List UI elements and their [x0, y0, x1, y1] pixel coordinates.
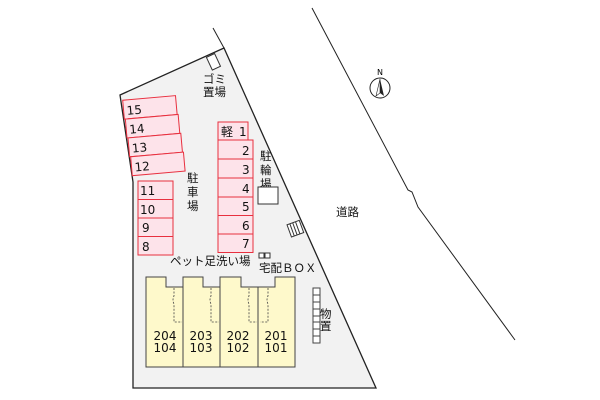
- parking-group-right: 軽 1 2 3 4 5 6 7: [217, 121, 254, 253]
- slot-number: 5: [242, 200, 250, 214]
- road-edge-right: [311, 7, 516, 341]
- north-compass-icon: N: [369, 68, 391, 99]
- unit-number: 201: [265, 329, 288, 343]
- parking-slot: [130, 151, 186, 177]
- unit-number: 103: [190, 341, 213, 355]
- parking-group-lower-left: 11 10 9 8: [137, 180, 174, 256]
- garbage-label: 置場: [203, 85, 226, 99]
- slot-number: 10: [140, 203, 155, 217]
- storage-label: 物: [320, 307, 332, 321]
- unit-number: 202: [227, 329, 250, 343]
- slot-number: 3: [242, 163, 250, 177]
- bicycle-parking-label: 駐: [260, 149, 272, 163]
- slot-number: 1: [239, 125, 247, 139]
- apartment-building: 204 104 203 103 202 102 201 101: [145, 276, 296, 368]
- delivery-box-label: 宅配ＢＯＸ: [259, 261, 317, 275]
- storage-units: [312, 287, 321, 344]
- slot-number: 13: [131, 140, 147, 155]
- delivery-box-icon: [258, 252, 265, 259]
- unit-number: 102: [227, 341, 250, 355]
- unit-number: 203: [190, 329, 213, 343]
- slot-number: 8: [142, 240, 150, 254]
- slot-number: 7: [242, 237, 250, 251]
- slot-number: 14: [129, 121, 145, 136]
- garbage-bin-icon: [205, 52, 222, 71]
- bicycle-shed: [257, 186, 279, 205]
- slot-number: 12: [134, 159, 150, 174]
- pet-foot-wash-label: ペット足洗い場: [170, 254, 251, 268]
- parking-slot: [217, 233, 254, 253]
- kei-car-label: 軽: [221, 125, 233, 139]
- unit-number: 104: [154, 341, 177, 355]
- stairs-icon: [286, 219, 305, 238]
- slot-number: 15: [126, 103, 142, 118]
- slot-number: 2: [242, 144, 250, 158]
- parking-label: 車: [187, 185, 199, 199]
- north-label: N: [377, 68, 383, 77]
- garbage-label: ゴミ: [203, 72, 226, 86]
- road-edge-left: [212, 27, 225, 49]
- slot-number: 4: [242, 182, 250, 196]
- parking-label: 場: [187, 199, 199, 213]
- unit-number: 101: [265, 341, 288, 355]
- parking-slot: [137, 236, 174, 256]
- delivery-box-icon: [264, 252, 271, 259]
- parking-label: 駐: [187, 171, 199, 185]
- storage-label: 置: [320, 319, 332, 333]
- slot-number: 6: [242, 219, 250, 233]
- road-label: 道路: [336, 205, 359, 219]
- slot-number: 9: [142, 221, 150, 235]
- parking-group-upper-left: 15 14 13 12: [122, 95, 186, 177]
- slot-number: 11: [140, 184, 155, 198]
- bicycle-parking-label: 輪: [260, 163, 272, 177]
- unit-number: 204: [154, 329, 177, 343]
